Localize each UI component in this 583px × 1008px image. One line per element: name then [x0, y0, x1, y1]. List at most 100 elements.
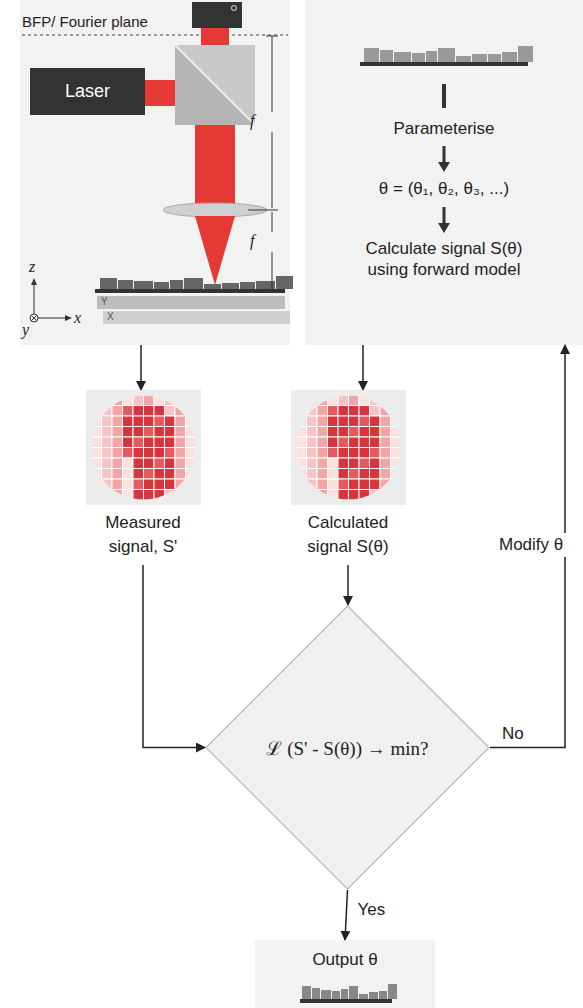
profile-bar — [312, 988, 320, 999]
dimension-line — [272, 36, 273, 112]
profile-bar — [388, 984, 397, 999]
dimension-line — [272, 212, 273, 232]
profile-bar — [502, 52, 517, 62]
lens-plane-line — [248, 210, 266, 211]
substrate — [360, 62, 528, 66]
focal-length-label: f — [250, 112, 254, 130]
focused-beam — [195, 216, 235, 285]
y-axis-symbol — [30, 314, 38, 322]
profile-sketch — [302, 984, 397, 999]
flow-arrow-head — [438, 162, 450, 172]
beam-splitter-shade — [175, 45, 255, 125]
profile-bar — [100, 278, 117, 289]
profile-bar — [332, 991, 340, 999]
dimension-tick — [266, 210, 278, 211]
profile-bar — [184, 278, 203, 289]
flow-connector — [143, 565, 205, 748]
substrate — [95, 289, 285, 293]
profile-sketch — [364, 46, 533, 62]
profile-bar — [170, 280, 183, 289]
flow-bar — [442, 84, 446, 108]
sample-profile — [100, 276, 293, 289]
measured-signal-box: Measured signal, S' — [78, 390, 208, 559]
axis-head — [31, 278, 37, 285]
profile-bar — [302, 986, 311, 999]
flow-connector — [362, 345, 364, 390]
flow-connector — [345, 890, 348, 940]
profile-bar — [364, 48, 379, 62]
profile-bar — [369, 992, 378, 999]
node-text: ℒ (S' - S(θ)) → min? — [266, 735, 428, 761]
axis-label: z — [29, 258, 35, 276]
decision-diamond: ℒ (S' - S(θ)) → min? — [205, 605, 490, 890]
dimension-tick — [266, 36, 278, 37]
camera-dot — [232, 6, 237, 11]
profile-bar — [380, 50, 393, 62]
flow-arrow-head — [438, 223, 450, 233]
x-axis — [34, 318, 68, 319]
dimension-line — [272, 132, 273, 208]
y-stage — [97, 296, 285, 309]
profile-bar — [472, 54, 487, 62]
substrate — [300, 999, 392, 1003]
node-text: Output θ — [255, 940, 435, 970]
profile-bar — [488, 54, 501, 62]
profile-bar — [394, 52, 411, 62]
profile-bar — [359, 994, 368, 999]
calculated-signal-box: Calculated signal S(θ) — [283, 390, 413, 559]
flow-connector — [347, 565, 349, 605]
laser-box: Laser — [30, 68, 145, 115]
profile-bar — [321, 990, 331, 999]
laser-beam — [201, 28, 229, 46]
axis-head — [65, 315, 72, 321]
fourier-plane-line — [22, 35, 288, 36]
axis-label: y — [22, 321, 29, 339]
profile-bar — [426, 51, 437, 62]
profile-bar — [412, 53, 425, 62]
camera — [192, 2, 242, 28]
profile-bar — [518, 46, 533, 62]
edge-label: Yes — [356, 900, 388, 920]
profile-bar — [456, 56, 471, 62]
profile-bar — [276, 276, 293, 289]
profile-bar — [222, 283, 239, 289]
laser-aperture — [145, 80, 177, 106]
flow-arrow — [443, 146, 446, 164]
profile-bar — [118, 280, 133, 289]
profile-bar — [154, 282, 169, 289]
dimension-line — [272, 252, 273, 290]
node-text: BFP/ Fourier plane — [22, 13, 148, 30]
node-text: Parameterise — [305, 118, 583, 139]
edge-label: No — [500, 724, 526, 744]
dimension-tick — [266, 290, 278, 291]
profile-bar — [379, 991, 387, 999]
node-text: Calculate signal S(θ) using forward mode… — [349, 238, 539, 280]
axis-label: x — [74, 309, 81, 327]
node-text: Laser — [65, 81, 110, 102]
node-text: Measured signal, S' — [88, 511, 198, 559]
profile-bar — [349, 986, 358, 999]
profile-bar — [204, 284, 221, 289]
loop-label: Modify θ — [496, 533, 566, 557]
y-axis-symbol — [32, 316, 37, 321]
model-panel: Parameterise θ = (θ₁, θ₂, θ₃, ...) Calcula… — [305, 0, 583, 345]
signal-image — [291, 390, 406, 505]
output-box: Output θ — [255, 940, 435, 1008]
flow-arrow — [443, 207, 446, 225]
profile-bar — [341, 989, 348, 999]
objective-lens — [163, 203, 267, 217]
axis-label: X — [107, 311, 114, 322]
node-text: Calculated signal S(θ) — [293, 511, 403, 559]
axis-label: Y — [101, 296, 108, 307]
profile-bar — [134, 281, 153, 289]
y-axis-symbol — [32, 316, 37, 321]
output-panel-ground — [255, 940, 435, 1008]
node-text: θ = (θ₁, θ₂, θ₃, ...) — [305, 178, 583, 199]
focal-length-label: f — [250, 232, 254, 250]
signal-image — [86, 390, 201, 505]
beam-splitter-diagonal — [175, 45, 255, 125]
setup-panel-ground — [20, 0, 290, 345]
beam-splitter — [175, 45, 255, 125]
profile-bar — [438, 48, 455, 62]
setup-panel: BFP/ Fourier planeLaser — [20, 0, 290, 345]
